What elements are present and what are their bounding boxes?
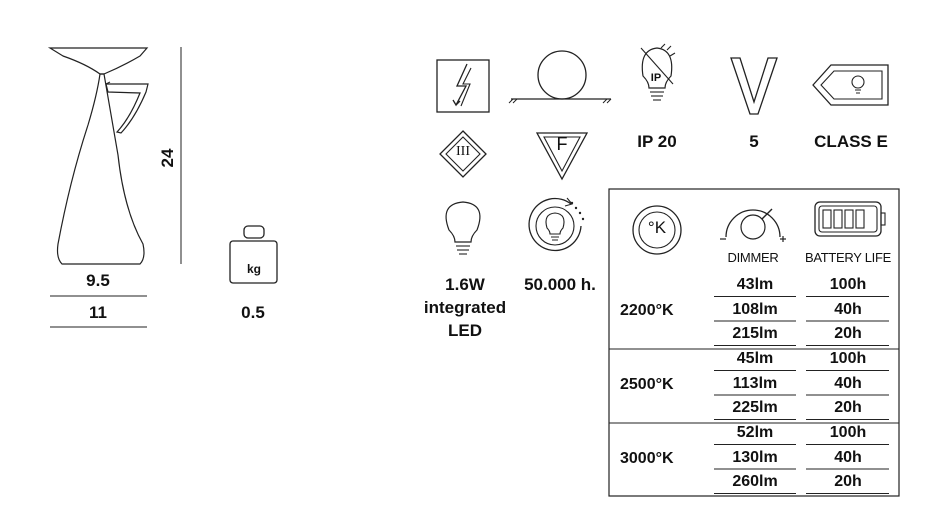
- battery-life-value: 20h: [834, 473, 862, 490]
- battery-icon: [814, 201, 886, 237]
- f-mark-icon: [535, 132, 589, 181]
- bulb-icon: [445, 201, 481, 255]
- battery-life-value: 20h: [834, 399, 862, 416]
- battery-life-value: 40h: [834, 448, 862, 466]
- f-glyph: F: [556, 134, 568, 154]
- dimmer-header: DIMMER: [727, 250, 779, 265]
- indoor-surface-icon: [508, 50, 612, 104]
- lumen-value: 225lm: [732, 399, 778, 416]
- battery-life-value: 100h: [829, 276, 867, 293]
- lifetime-icon: [528, 197, 585, 252]
- dimmer-icon: [720, 208, 786, 242]
- energy-class-label: CLASS E: [814, 132, 888, 151]
- width-label: 11: [89, 303, 107, 322]
- kelvin-icon: [632, 205, 682, 255]
- lumen-value: 130lm: [732, 448, 778, 466]
- lumen-value: 45lm: [736, 350, 774, 367]
- class-iii-icon: [439, 130, 487, 178]
- color-temperature: 2200°K: [620, 302, 674, 319]
- power-line1: 1.6W: [445, 275, 485, 294]
- ip-label: IP 20: [637, 132, 677, 151]
- color-temperature: 2500°K: [620, 376, 674, 393]
- lumen-value: 215lm: [732, 325, 778, 342]
- base-width-label: 9.5: [86, 271, 110, 290]
- lumen-value: 43lm: [736, 276, 774, 293]
- v-label: 5: [749, 132, 759, 151]
- power-line3: LED: [448, 321, 482, 340]
- battery-life-value: 20h: [834, 325, 862, 342]
- battery-life-value: 100h: [829, 424, 867, 441]
- ip-glyph: IP: [650, 72, 662, 84]
- rated-power-icon: [436, 59, 490, 113]
- battery-life-value: 100h: [829, 350, 867, 367]
- power-line2: integrated: [423, 298, 507, 317]
- battery-life-value: 40h: [834, 300, 862, 318]
- kelvin-glyph: °K: [647, 218, 667, 237]
- v-icon: [730, 57, 778, 115]
- class-iii-glyph: III: [456, 144, 470, 159]
- lumen-value: 260lm: [732, 473, 778, 490]
- energy-class-icon: [812, 64, 889, 106]
- battery-life-value: 40h: [834, 374, 862, 392]
- lumen-value: 108lm: [732, 300, 778, 318]
- lifetime-label: 50.000 h.: [524, 275, 596, 294]
- weight-icon: [229, 225, 278, 284]
- color-temperature: 3000°K: [620, 450, 674, 467]
- battery-header: BATTERY LIFE: [805, 250, 891, 265]
- weight-unit: kg: [246, 262, 261, 276]
- lumen-value: 113lm: [732, 374, 778, 392]
- ip-rating-icon: [640, 43, 676, 101]
- lumen-value: 52lm: [736, 424, 774, 441]
- weight-value: 0.5: [241, 303, 265, 322]
